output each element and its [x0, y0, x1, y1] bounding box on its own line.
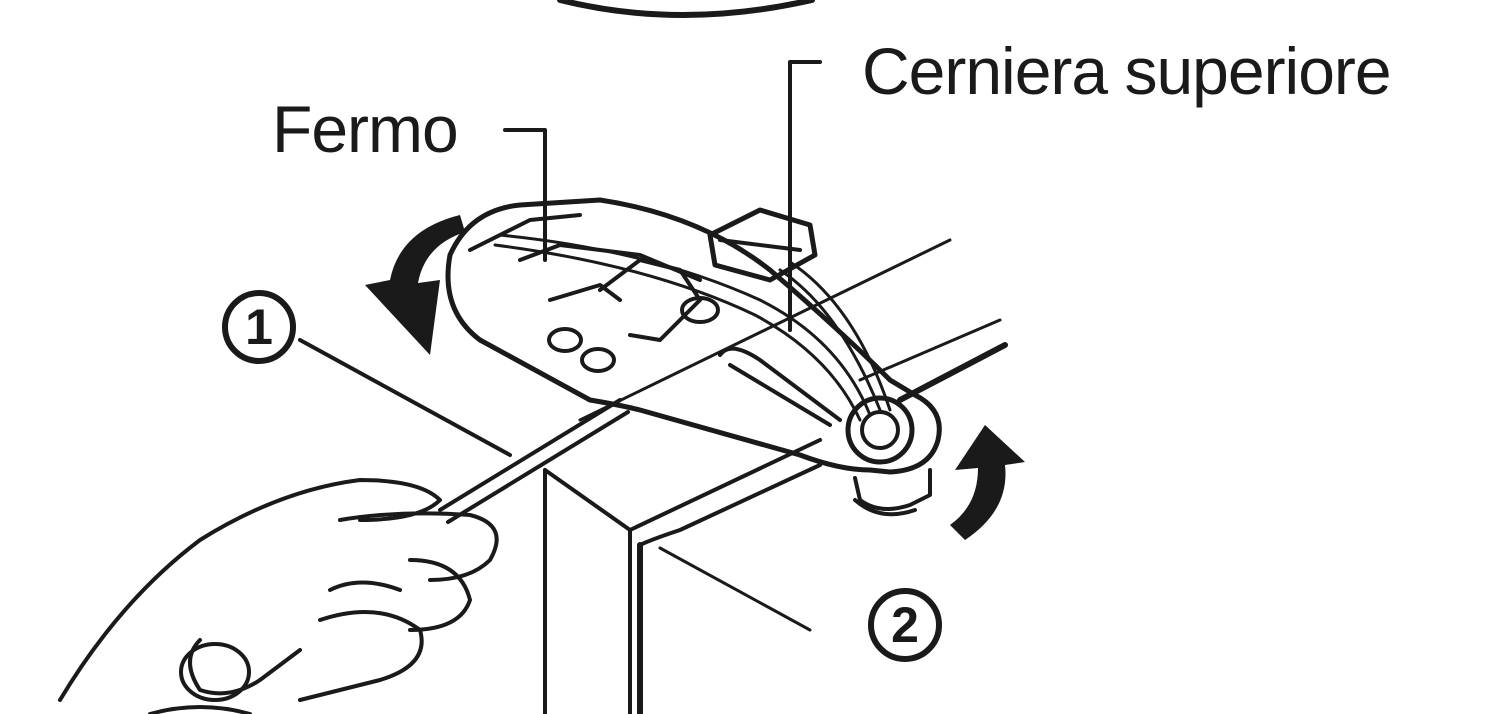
step-one-badge: 1	[222, 290, 296, 364]
hand	[58, 478, 499, 714]
leader-lines	[298, 60, 822, 457]
clockwise-arrow-icon	[950, 425, 1025, 540]
cabinet-outline	[543, 238, 1008, 714]
counterclockwise-arrow-icon	[365, 215, 465, 355]
step-two-badge: 2	[868, 588, 942, 662]
wire-harness	[493, 207, 892, 422]
top-arc	[557, 0, 815, 18]
label-fermo: Fermo	[272, 92, 459, 166]
label-cerniera-superiore: Cerniera superiore	[862, 34, 1392, 108]
screwdriver	[438, 398, 630, 524]
hinge-plate	[445, 197, 942, 517]
rotation-arrows	[365, 215, 1025, 540]
